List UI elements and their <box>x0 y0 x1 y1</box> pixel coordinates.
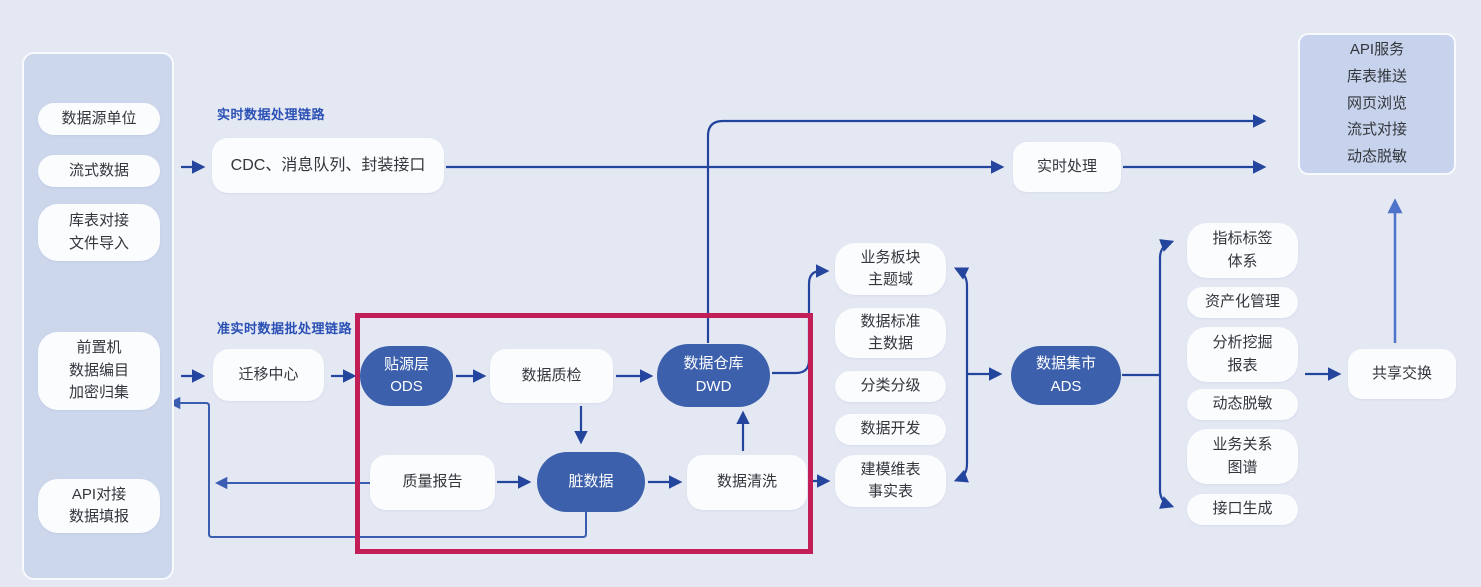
node-streaming-data: 流式数据 <box>38 155 160 187</box>
node-dirty-data: 脏数据 <box>537 452 645 512</box>
arrow-dwd-to-api-services <box>706 114 1267 343</box>
node-label-line: 数据标准 <box>860 312 921 330</box>
node-label-line: 数据编目 <box>68 361 129 379</box>
node-label-line: API服务 <box>1349 41 1405 59</box>
node-realtime-processing: 实时处理 <box>1013 142 1121 192</box>
node-label-line: DWD <box>695 377 732 395</box>
node-label-line: CDC、消息队列、封装接口 <box>230 156 426 174</box>
node-label-line: 主数据 <box>867 335 913 352</box>
node-label-line: 迁移中心 <box>238 365 299 383</box>
node-label-line: ADS <box>1050 377 1082 395</box>
node-data-quality-check: 数据质检 <box>490 349 613 403</box>
node-modeling-tables: 建模维表 事实表 <box>835 455 946 507</box>
node-label-line: 数据仓库 <box>683 355 744 372</box>
node-label-line: 分类分级 <box>860 377 921 395</box>
node-label-line: 质量报告 <box>402 473 463 491</box>
node-api-data-report: API对接 数据填报 <box>38 479 160 533</box>
node-data-cleaning: 数据清洗 <box>687 455 807 510</box>
node-asset-management: 资产化管理 <box>1187 287 1298 318</box>
node-label-line: API对接 <box>71 485 127 503</box>
node-label-line: 数据集市 <box>1035 355 1096 372</box>
node-data-standard: 数据标准 主数据 <box>835 308 946 358</box>
node-dwd-warehouse: 数据仓库 DWD <box>657 344 770 407</box>
node-ods-layer: 贴源层 ODS <box>360 346 453 406</box>
node-interface-generation: 接口生成 <box>1187 494 1298 525</box>
node-label-line: 指标标签 <box>1212 230 1273 247</box>
node-label-line: 事实表 <box>867 483 913 500</box>
node-label-line: 流式数据 <box>68 161 129 179</box>
node-label-line: 分析挖掘 <box>1212 334 1273 351</box>
node-label-line: ODS <box>390 378 423 395</box>
node-quality-report: 质量报告 <box>370 455 495 510</box>
node-label-line: 动态脱敏 <box>1212 395 1273 413</box>
bracket-mid-top <box>953 267 970 374</box>
node-label-line: 动态脱敏 <box>1346 148 1407 166</box>
node-dynamic-masking: 动态脱敏 <box>1187 389 1298 420</box>
node-label-line: 主题域 <box>867 271 913 288</box>
node-label-line: 贴源层 <box>383 355 429 373</box>
node-business-relation-graph: 业务关系 图谱 <box>1187 429 1298 484</box>
node-label-line: 数据清洗 <box>716 473 777 491</box>
label-batch-chain: 准实时数据批处理链路 <box>217 321 353 336</box>
node-migration-center: 迁移中心 <box>213 349 324 401</box>
node-label-line: 报表 <box>1227 356 1258 374</box>
arrow-dwd-to-business-domain <box>772 264 830 375</box>
label-realtime-chain: 实时数据处理链路 <box>217 107 326 122</box>
node-classification-grading: 分类分级 <box>835 371 946 402</box>
node-label-line: 业务板块 <box>860 248 921 266</box>
node-api-services-output: API服务 库表推送 网页浏览 流式对接 动态脱敏 <box>1298 33 1456 175</box>
node-label-line: 接口生成 <box>1212 500 1273 518</box>
node-label-line: 加密归集 <box>68 384 129 402</box>
node-label-line: 网页浏览 <box>1346 94 1407 112</box>
bracket-mid-bottom <box>953 374 970 483</box>
node-label-line: 数据源单位 <box>61 109 137 127</box>
node-label-line: 流式对接 <box>1346 121 1407 139</box>
node-label-line: 建模维表 <box>860 460 921 478</box>
node-label-line: 实时处理 <box>1036 157 1097 175</box>
node-front-machine: 前置机 数据编目 加密归集 <box>38 332 160 410</box>
node-label-line: 数据质检 <box>521 366 582 384</box>
node-data-development: 数据开发 <box>835 414 946 445</box>
node-indicator-tag-system: 指标标签 体系 <box>1187 223 1298 278</box>
node-label-line: 文件导入 <box>68 234 129 252</box>
node-label-line: 资产化管理 <box>1204 293 1280 311</box>
node-label-line: 数据开发 <box>860 420 921 438</box>
bracket-right-top <box>1158 239 1175 375</box>
node-label-line: 库表推送 <box>1346 67 1407 85</box>
node-data-source-unit: 数据源单位 <box>38 103 160 135</box>
node-label-line: 图谱 <box>1227 458 1258 476</box>
node-label-line: 库表对接 <box>68 212 129 229</box>
bracket-right-bottom <box>1158 375 1175 509</box>
node-cdc-queue-interface: CDC、消息队列、封装接口 <box>212 138 444 193</box>
node-label-line: 前置机 <box>76 339 122 357</box>
node-label-line: 体系 <box>1227 252 1258 270</box>
node-label-line: 业务关系 <box>1212 436 1273 453</box>
node-ads-mart: 数据集市 ADS <box>1011 346 1121 405</box>
node-label-line: 共享交换 <box>1371 364 1432 382</box>
node-analysis-mining-report: 分析挖掘 报表 <box>1187 327 1298 382</box>
node-label-line: 脏数据 <box>568 472 614 490</box>
node-business-domain: 业务板块 主题域 <box>835 243 946 295</box>
node-share-exchange: 共享交换 <box>1348 349 1456 399</box>
node-label-line: 数据填报 <box>68 508 129 525</box>
node-table-file-import: 库表对接 文件导入 <box>38 204 160 261</box>
